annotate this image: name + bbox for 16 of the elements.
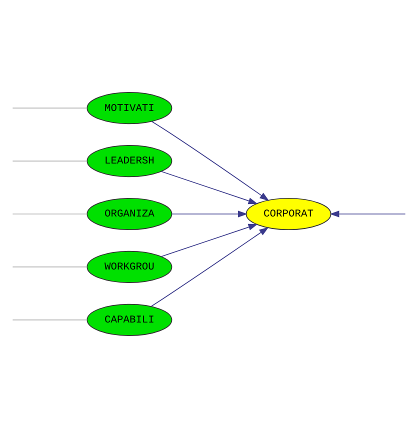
arrow — [151, 120, 270, 200]
arrow — [160, 223, 258, 256]
arrow — [160, 170, 258, 204]
arrow — [150, 226, 269, 306]
connector — [12, 213, 88, 214]
connector — [12, 160, 88, 161]
node-ellipse: LEADERSH — [86, 144, 172, 177]
connector — [12, 107, 88, 108]
node-ellipse: CAPABILI — [86, 303, 172, 336]
node-ellipse: ORGANIZA — [86, 197, 172, 230]
node-ellipse: WORKGROU — [86, 250, 172, 282]
node-ellipse: MOTIVATI — [86, 92, 172, 124]
arrow — [172, 210, 248, 217]
connector — [12, 318, 88, 320]
arrow — [330, 210, 406, 217]
connector — [12, 266, 88, 267]
